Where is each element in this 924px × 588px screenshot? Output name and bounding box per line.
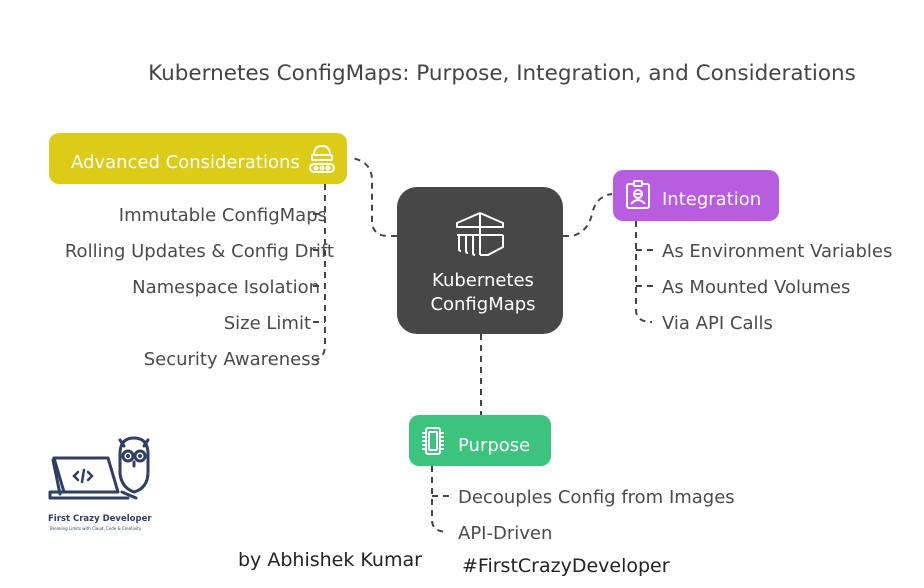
leaf-namespace-isolation[interactable]: Namespace Isolation	[132, 277, 320, 298]
branch-advanced-considerations[interactable]: Advanced Considerations	[49, 133, 347, 184]
logo-tagline: Breaking Limits with Cloud, Code & Creat…	[50, 526, 142, 531]
leaf-environment-variables[interactable]: As Environment Variables	[662, 241, 893, 262]
branch-purpose[interactable]: Purpose	[409, 415, 551, 466]
chip-icon	[422, 427, 444, 455]
leaf-api-driven[interactable]: API-Driven	[458, 523, 553, 544]
id-badge-icon	[626, 180, 650, 209]
leaf-rolling-updates[interactable]: Rolling Updates & Config Drift	[64, 241, 334, 262]
hashtag: #FirstCrazyDeveloper	[462, 555, 670, 577]
connector-purpose-trunk	[431, 466, 449, 533]
leaf-size-limit[interactable]: Size Limit	[223, 313, 311, 334]
connector-integration-trunk	[635, 221, 653, 323]
connector-center-integration	[563, 193, 613, 237]
leaf-security-awareness[interactable]: Security Awareness	[143, 349, 320, 370]
logo-name: First Crazy Developer	[48, 514, 152, 524]
conveyor-icon	[309, 144, 335, 173]
connector-advanced-trunk	[314, 184, 326, 361]
branch-integration[interactable]: Integration	[613, 170, 779, 221]
leaf-api-calls[interactable]: Via API Calls	[662, 313, 773, 334]
leaf-decouples-config[interactable]: Decouples Config from Images	[458, 487, 735, 508]
branch-label: Integration	[662, 189, 762, 210]
author-byline: by Abhishek Kumar	[238, 549, 422, 571]
center-node-label: Kubernetes ConfigMaps	[430, 270, 536, 315]
leaf-mounted-volumes[interactable]: As Mounted Volumes	[662, 277, 851, 298]
kubernetes-configmap-icon	[456, 212, 504, 256]
connector-center-advanced	[351, 157, 397, 237]
diagram-title: Kubernetes ConfigMaps: Purpose, Integrat…	[148, 61, 856, 86]
first-crazy-developer-logo	[48, 436, 150, 500]
branch-label: Purpose	[458, 435, 531, 456]
leaf-immutable-configmaps[interactable]: Immutable ConfigMaps	[118, 205, 327, 226]
center-node[interactable]: Kubernetes ConfigMaps	[397, 187, 563, 334]
branch-label: Advanced Considerations	[71, 152, 300, 173]
